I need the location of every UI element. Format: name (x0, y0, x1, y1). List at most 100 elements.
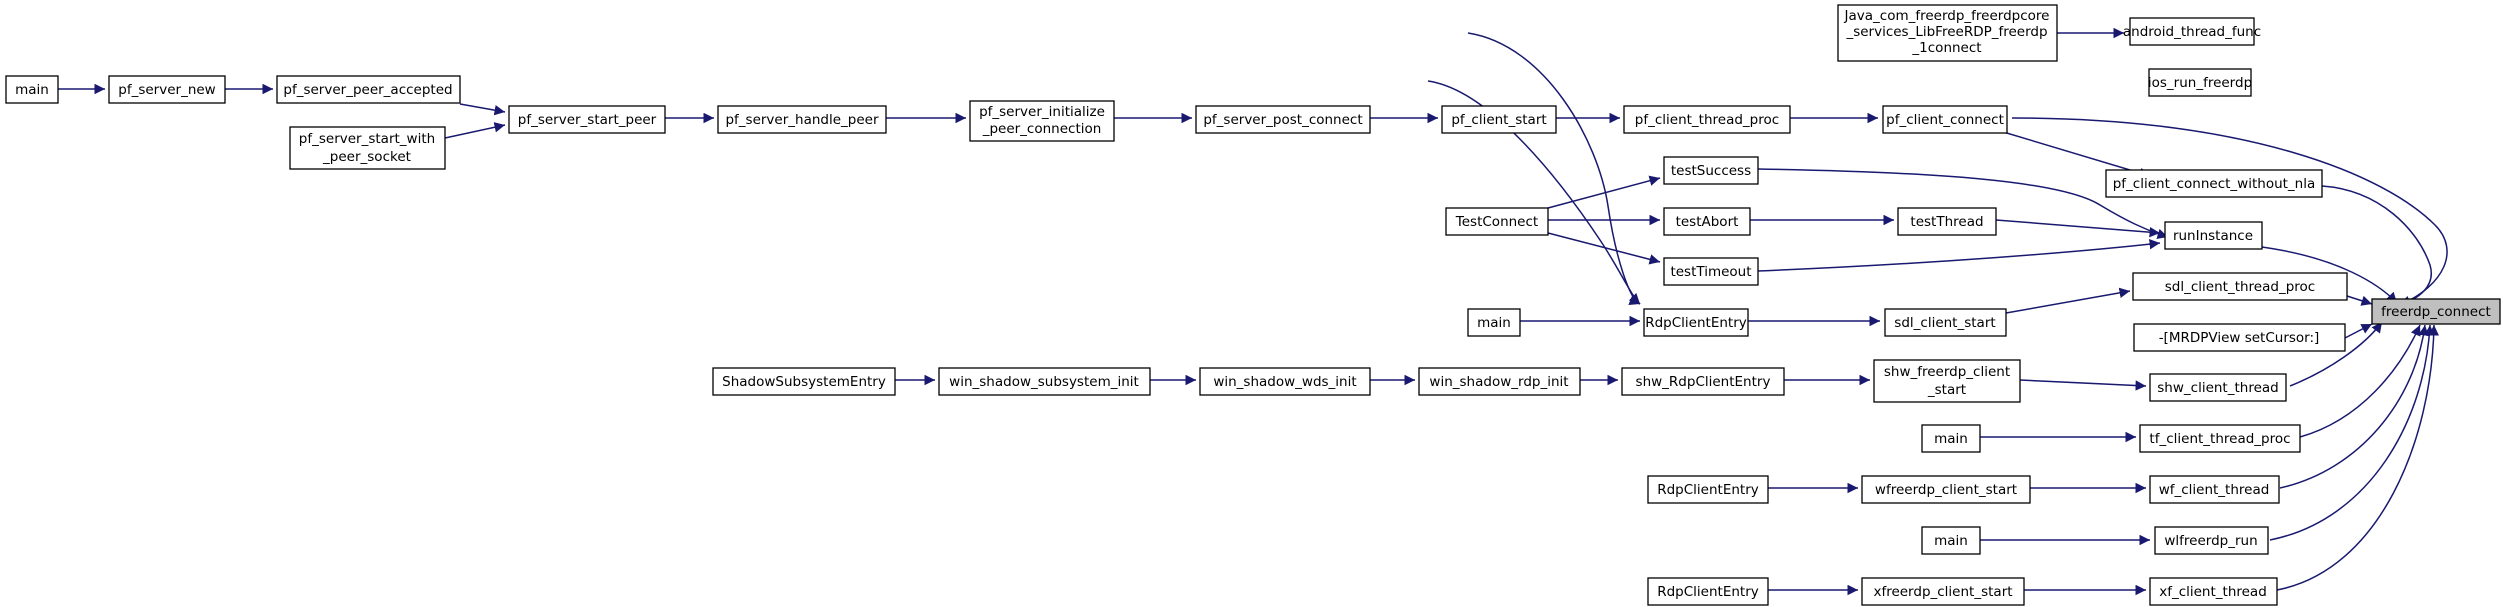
edge-peeraccepted-to-startpeer (459, 103, 506, 116)
node-pf-server-peer-accepted[interactable]: pf_server_peer_accepted (276, 75, 461, 104)
edge-testsuccess-to-runinstance (1757, 168, 2169, 239)
node-label: ios_run_freerdp (2148, 75, 2252, 91)
node-win-shadow-wds-init[interactable]: win_shadow_wds_init (1199, 367, 1371, 396)
node-wf-client-thread[interactable]: wf_client_thread (2149, 475, 2280, 504)
edge-shwfreerdp-to-shwthread (2019, 379, 2147, 391)
node-label: pf_server_start_peer (518, 112, 657, 128)
node-label: runInstance (2173, 228, 2253, 244)
edge-sdlstart-to-sdlproc (2005, 287, 2131, 314)
node-label: freerdp_connect (2381, 304, 2491, 320)
node-testsuccess[interactable]: testSuccess (1663, 156, 1759, 185)
node-java-libfreerdp-connect[interactable]: Java_com_freerdp_freerdpcore _services_L… (1837, 4, 2058, 62)
node-pf-server-initialize-peer-connection[interactable]: pf_server_initialize _peer_connection (969, 100, 1115, 142)
node-sdl-client-thread-proc[interactable]: sdl_client_thread_proc (2132, 272, 2348, 301)
node-label: _peer_socket (322, 149, 411, 165)
node-label: win_shadow_wds_init (1213, 374, 1356, 390)
node-shw-rdpcliententry[interactable]: shw_RdpClientEntry (1621, 367, 1785, 396)
edge-runinstance-to-freerdp (2261, 246, 2398, 304)
node-ios-run-freerdp[interactable]: ios_run_freerdp (2148, 68, 2252, 97)
node-rdpcliententry-wf[interactable]: RdpClientEntry (1647, 475, 1769, 504)
node-label: pf_client_start (1451, 112, 1546, 128)
node-xf-client-thread[interactable]: xf_client_thread (2149, 577, 2278, 606)
node-main-tf[interactable]: main (1921, 424, 1981, 453)
node-label: -[MRDPView setCursor:] (2159, 330, 2320, 346)
node-label: main (1477, 315, 1511, 331)
node-label: ShadowSubsystemEntry (722, 374, 886, 390)
node-wfreerdp-client-start[interactable]: wfreerdp_client_start (1861, 475, 2031, 504)
node-label: main (15, 82, 49, 98)
node-main-wl[interactable]: main (1921, 526, 1981, 555)
node-shadowsubsystementry[interactable]: ShadowSubsystemEntry (712, 367, 896, 396)
edge-sdlproc-to-freerdp (2346, 295, 2373, 306)
node-label: main (1934, 533, 1968, 549)
node-label: main (1934, 431, 1968, 447)
node-rdpcliententry-xf[interactable]: RdpClientEntry (1647, 577, 1769, 606)
node-label: pf_client_connect (1886, 112, 2004, 128)
node-pf-client-start[interactable]: pf_client_start (1441, 105, 1557, 134)
node-pf-server-new[interactable]: pf_server_new (108, 75, 226, 104)
node-main-pf[interactable]: main (5, 75, 59, 104)
node-pf-server-post-connect[interactable]: pf_server_post_connect (1195, 105, 1371, 134)
node-pf-server-start-with-peer-socket[interactable]: pf_server_start_with _peer_socket (289, 126, 446, 170)
node-pf-server-start-peer[interactable]: pf_server_start_peer (508, 105, 666, 134)
node-main-sdl[interactable]: main (1467, 308, 1521, 337)
node-shw-freerdp-client-start[interactable]: shw_freerdp_client _start (1873, 359, 2021, 403)
edge-testthread-to-runinstance (1995, 219, 2161, 238)
node-win-shadow-rdp-init[interactable]: win_shadow_rdp_init (1418, 367, 1581, 396)
node-label: sdl_client_start (1894, 315, 1995, 331)
node-label: pf_client_connect_without_nla (2113, 176, 2316, 192)
node-label: _services_LibFreeRDP_freerdp (1845, 24, 2047, 40)
node-pf-server-handle-peer[interactable]: pf_server_handle_peer (717, 105, 887, 134)
edge-mrdp-to-freerdp (2344, 323, 2373, 339)
node-label: shw_RdpClientEntry (1636, 374, 1771, 390)
node-testtimeout[interactable]: testTimeout (1663, 257, 1759, 286)
node-runinstance[interactable]: runInstance (2164, 221, 2263, 250)
node-shw-client-thread[interactable]: shw_client_thread (2149, 373, 2287, 402)
edge-testconnect-to-testtimeout (1547, 232, 1661, 265)
node-label: win_shadow_subsystem_init (949, 374, 1139, 390)
edge-pfclientconnect-to-withoutnla (1999, 130, 2151, 179)
node-sdl-client-start[interactable]: sdl_client_start (1884, 308, 2007, 337)
node-label: sdl_client_thread_proc (2165, 279, 2315, 295)
node-mrdpview-setcursor[interactable]: -[MRDPView setCursor:] (2133, 323, 2346, 352)
node-testabort[interactable]: testAbort (1663, 207, 1751, 236)
edges (58, 27, 2448, 596)
node-label: shw_freerdp_client (1884, 364, 2010, 380)
node-label: pf_server_initialize (979, 104, 1105, 120)
node-pf-client-connect[interactable]: pf_client_connect (1882, 105, 2008, 134)
node-xfreerdp-client-start[interactable]: xfreerdp_client_start (1861, 577, 2025, 606)
node-pf-client-thread-proc[interactable]: pf_client_thread_proc (1623, 105, 1791, 134)
node-pf-client-connect-without-nla[interactable]: pf_client_connect_without_nla (2105, 169, 2323, 198)
node-freerdp-connect[interactable]: freerdp_connect (2371, 298, 2501, 325)
node-label: testTimeout (1670, 264, 1751, 280)
node-testconnect[interactable]: TestConnect (1445, 207, 1549, 236)
node-label: Java_com_freerdp_freerdpcore (1844, 8, 2050, 24)
node-wlfreerdp-run[interactable]: wlfreerdp_run (2154, 526, 2269, 555)
node-label: _start (1927, 382, 1966, 398)
node-label: win_shadow_rdp_init (1429, 374, 1568, 390)
node-label: xf_client_thread (2159, 584, 2267, 600)
edge-startwith-to-startpeer (444, 122, 506, 139)
node-label: RdpClientEntry (1657, 584, 1759, 600)
node-win-shadow-subsystem-init[interactable]: win_shadow_subsystem_init (938, 367, 1151, 396)
node-label: TestConnect (1455, 214, 1538, 230)
edge-xf-to-freerdp (2276, 324, 2440, 591)
node-label: wlfreerdp_run (2164, 533, 2257, 549)
node-label: shw_client_thread (2157, 380, 2278, 396)
node-tf-client-thread-proc[interactable]: tf_client_thread_proc (2139, 424, 2301, 453)
node-label: pf_server_new (118, 82, 215, 98)
node-label: pf_server_peer_accepted (283, 82, 452, 98)
node-rdpcliententry-sdl[interactable]: RdpClientEntry (1643, 308, 1749, 337)
node-label: pf_server_post_connect (1203, 112, 1362, 128)
edge-wl-to-freerdp (2269, 324, 2435, 541)
edge-testtimeout-to-runinstance (1757, 238, 2161, 272)
node-android-thread-func[interactable]: android_thread_func (2123, 17, 2261, 46)
node-label: testAbort (1676, 214, 1739, 230)
node-testthread[interactable]: testThread (1897, 207, 1997, 236)
node-label: wf_client_thread (2159, 482, 2270, 498)
node-label: RdpClientEntry (1645, 315, 1747, 331)
edge-ios-to-freerdp (1427, 80, 1641, 305)
node-label: testSuccess (1671, 163, 1751, 179)
node-label: pf_server_start_with (299, 131, 435, 147)
